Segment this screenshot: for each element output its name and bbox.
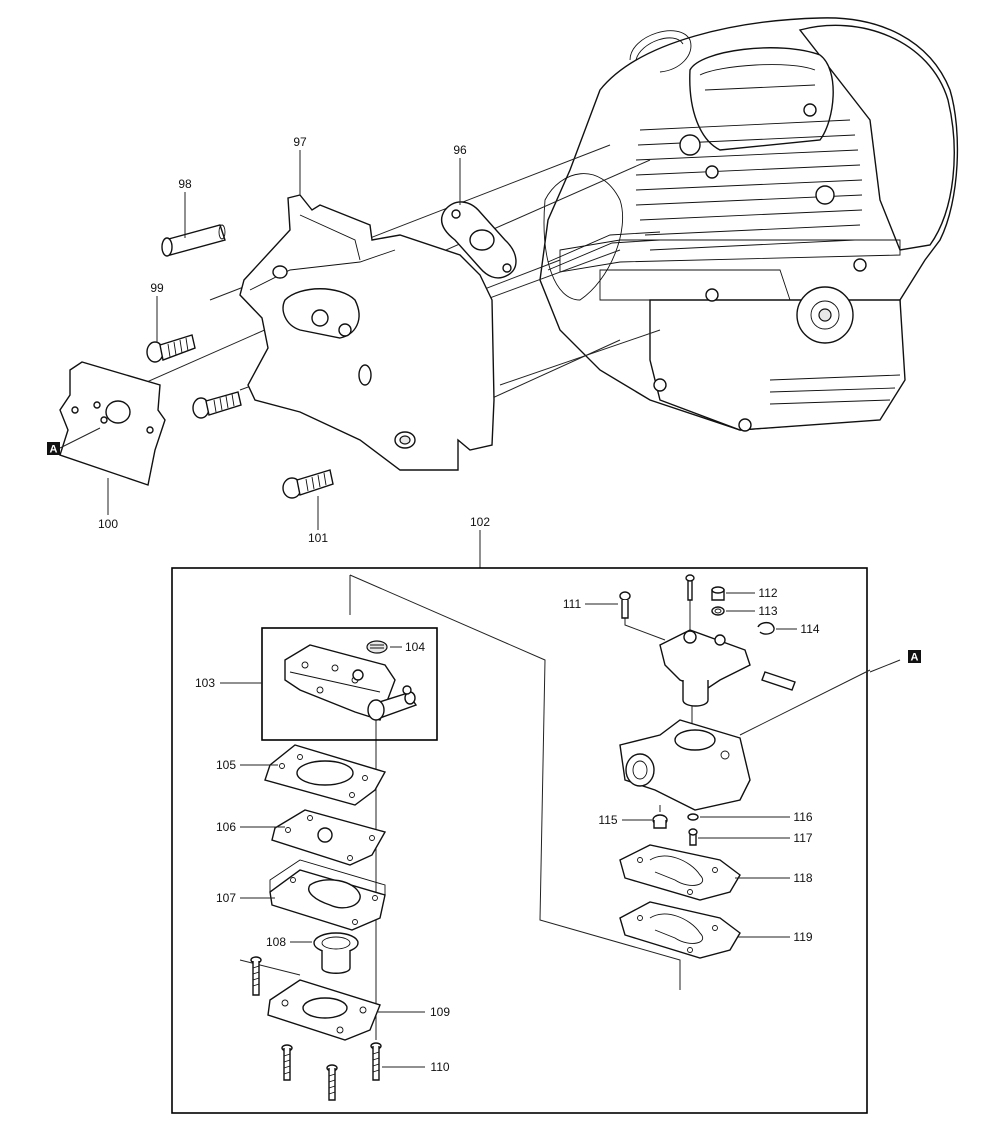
reference-mark-left: A: [47, 442, 60, 456]
leader-lines-top: [107, 150, 481, 568]
carburetor-body: [619, 719, 751, 811]
callout-119: 119: [793, 930, 812, 944]
part-104-filter: [366, 640, 388, 654]
part-110-screws: [250, 956, 382, 1101]
part-113-washer: [711, 606, 725, 616]
screw-top-small: [685, 574, 695, 601]
reference-mark-right: A: [908, 650, 921, 664]
part-112-cap: [711, 586, 725, 601]
part-116-o-ring: [687, 813, 699, 821]
callout-108: 108: [266, 935, 286, 949]
callout-116: 116: [793, 810, 812, 824]
callout-113: 113: [758, 604, 777, 618]
part-97-bracket: [239, 194, 495, 471]
part-119-diaphragm: [619, 901, 741, 959]
carburetor-kit-box: [171, 567, 868, 1114]
svg-text:A: A: [50, 444, 58, 456]
part-115-nut: [652, 814, 668, 829]
callout-114: 114: [800, 622, 819, 636]
screw-unlabeled: [192, 391, 242, 419]
part-114-clip: [757, 621, 775, 635]
callout-117: 117: [793, 831, 812, 845]
callout-102: 102: [470, 515, 490, 529]
part-108-valve: [313, 932, 359, 974]
callout-109: 109: [430, 1005, 450, 1019]
leader-lines-box: [220, 592, 797, 1068]
callout-115: 115: [598, 813, 617, 827]
callout-118: 118: [793, 871, 812, 885]
part-103-pump-assembly: [261, 627, 438, 741]
part-117-needle: [688, 828, 698, 846]
part-118-gasket: [619, 844, 741, 901]
callout-106: 106: [216, 820, 236, 834]
part-96-gasket: [440, 201, 517, 279]
part-101-screw: [282, 469, 334, 499]
callout-112: 112: [758, 586, 777, 600]
part-111-screw: [619, 591, 631, 619]
part-99-screw: [146, 334, 196, 363]
part-106-diaphragm: [271, 809, 387, 866]
callout-98: 98: [178, 177, 192, 191]
callout-96: 96: [453, 143, 467, 157]
callout-99: 99: [150, 281, 164, 295]
throttle-lever: [659, 629, 796, 707]
callout-104: 104: [405, 640, 425, 654]
callout-97: 97: [293, 135, 307, 149]
callout-101: 101: [308, 531, 328, 545]
part-109-cover: [267, 979, 381, 1041]
callout-111: 111: [563, 597, 582, 611]
part-98-bolt: [161, 224, 226, 257]
svg-text:A: A: [911, 652, 919, 664]
callout-110: 110: [430, 1060, 449, 1074]
guide-lines-box: [239, 574, 871, 1040]
part-100-plate: [59, 361, 166, 486]
callout-103: 103: [195, 676, 215, 690]
callout-105: 105: [216, 758, 236, 772]
part-107-body: [269, 859, 386, 931]
cylinder-fins: [635, 119, 863, 251]
callout-labels: 96 97 98 99 100 101 102 103 104 105 106 …: [98, 135, 820, 1074]
engine-assembly: [539, 17, 959, 432]
callout-100: 100: [98, 517, 118, 531]
callout-107: 107: [216, 891, 236, 905]
part-105-gasket: [264, 744, 387, 806]
